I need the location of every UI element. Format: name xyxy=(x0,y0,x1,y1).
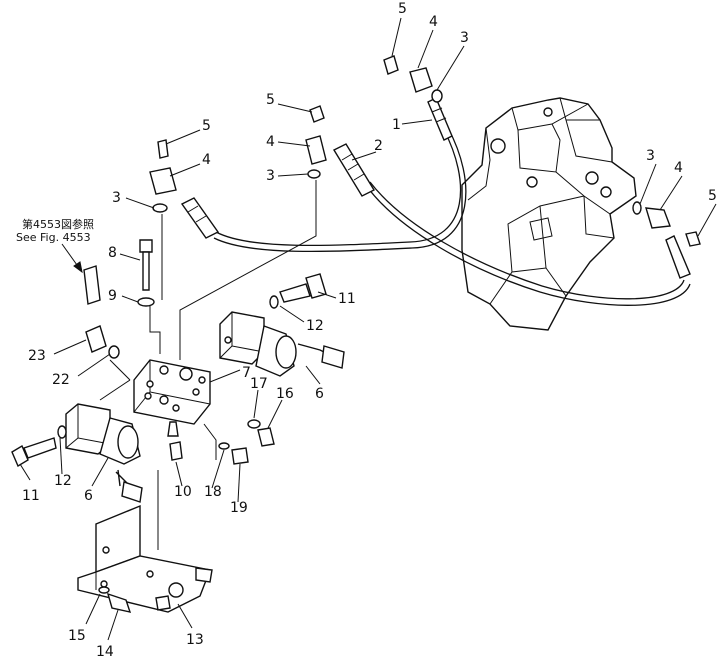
callout-14: 14 xyxy=(96,644,114,657)
callout-12b: 12 xyxy=(54,473,72,489)
callout-23: 23 xyxy=(28,348,46,364)
callout-4d: 4 xyxy=(674,160,683,176)
hose-lines xyxy=(213,127,691,306)
callout-3c: 3 xyxy=(112,190,121,206)
plug-5-top xyxy=(383,55,399,75)
callout-11a: 11 xyxy=(338,291,356,307)
solenoid-6-lower xyxy=(65,403,143,503)
plug-16 xyxy=(257,427,275,447)
callout-18: 18 xyxy=(204,484,222,500)
bolt-11-lower-shank xyxy=(23,437,57,459)
elbow-23 xyxy=(85,325,107,353)
callout-12a: 12 xyxy=(306,318,324,334)
oring-3-right xyxy=(632,201,642,215)
oring-3-top xyxy=(431,89,443,103)
callout-15: 15 xyxy=(68,628,86,644)
hose-fittings xyxy=(180,97,453,239)
oring-3-left xyxy=(152,203,168,213)
fittings-top xyxy=(83,55,701,359)
callout-7: 7 xyxy=(242,365,251,381)
bolt-8-shank xyxy=(142,251,150,291)
bolt-14 xyxy=(106,592,132,613)
oring-18 xyxy=(218,442,230,450)
bolt-11-lower-head xyxy=(11,444,29,468)
assembly-guide-lines xyxy=(99,180,317,550)
callout-3b: 3 xyxy=(266,168,275,184)
elbow-4-left xyxy=(149,167,177,195)
bracket-13 xyxy=(77,504,213,613)
plug-5-right xyxy=(685,231,701,247)
washer-9 xyxy=(137,297,155,307)
callout-22: 22 xyxy=(52,372,70,388)
callout-4b: 4 xyxy=(266,134,275,150)
fitting-ref-4553 xyxy=(83,265,101,305)
callout-labels: 5 4 3 1 2 5 4 3 5 4 3 8 9 3 4 5 11 12 7 … xyxy=(22,1,717,660)
washer-12-lower xyxy=(57,425,67,439)
small-parts xyxy=(169,419,275,465)
bolt-11-upper-shank xyxy=(279,283,311,303)
callout-3a: 3 xyxy=(460,30,469,46)
pump-housing xyxy=(461,97,637,331)
callout-17: 17 xyxy=(250,376,268,392)
callout-2: 2 xyxy=(374,138,383,154)
callout-6a: 6 xyxy=(315,386,324,402)
bolt-8-head xyxy=(139,239,153,253)
elbow-4-mid xyxy=(305,135,327,165)
elbow-4-right xyxy=(645,207,671,229)
callout-6b: 6 xyxy=(84,488,93,504)
callout-9: 9 xyxy=(108,288,117,304)
solenoid-6-upper xyxy=(219,311,345,377)
callout-16: 16 xyxy=(276,386,294,402)
callout-5d: 5 xyxy=(708,188,717,204)
washer-12-upper xyxy=(269,295,279,309)
oring-17 xyxy=(247,419,261,429)
bolt-14-washer-15 xyxy=(98,586,132,613)
oring-22 xyxy=(108,345,120,359)
callout-leaders xyxy=(19,17,717,641)
reference-note-jp: 第4553図参照 xyxy=(22,217,94,231)
plug-5-left xyxy=(157,139,169,159)
callout-19: 19 xyxy=(230,500,248,516)
oring-3-mid xyxy=(307,169,321,179)
callout-11b: 11 xyxy=(22,488,40,504)
reference-note-en: See Fig. 4553 xyxy=(16,231,91,244)
elbow-4-top xyxy=(409,67,433,93)
callout-5a: 5 xyxy=(398,1,407,17)
callout-1: 1 xyxy=(392,117,401,133)
callout-13: 13 xyxy=(186,632,204,648)
callout-8: 8 xyxy=(108,245,117,261)
callout-4c: 4 xyxy=(202,152,211,168)
callout-5b: 5 xyxy=(266,92,275,108)
callout-10: 10 xyxy=(174,484,192,500)
plug-10 xyxy=(169,441,183,461)
plug-5-mid xyxy=(309,105,325,123)
callout-4a: 4 xyxy=(429,14,438,30)
bolt-11-upper-head xyxy=(305,273,327,299)
plug-19 xyxy=(231,447,249,465)
reference-note: 第4553図参照 See Fig. 4553 xyxy=(16,217,94,274)
bolts-and-washers xyxy=(11,273,327,468)
valve-block-7 xyxy=(133,359,211,437)
washer-15 xyxy=(98,586,110,594)
callout-5c: 5 xyxy=(202,118,211,134)
callout-3d: 3 xyxy=(646,148,655,164)
